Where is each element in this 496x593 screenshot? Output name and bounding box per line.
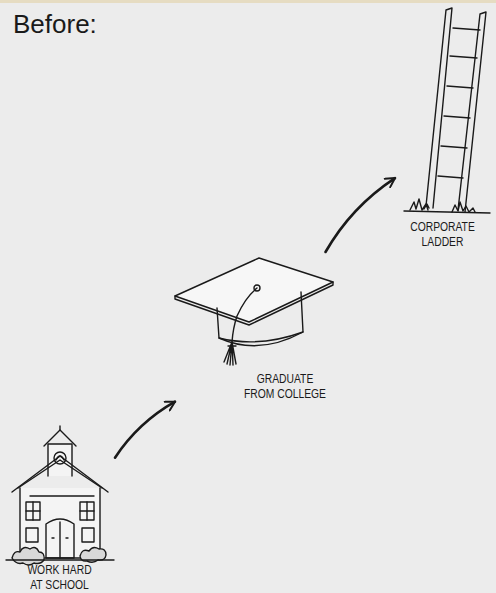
top-bar — [0, 0, 496, 3]
flow-arrow — [325, 178, 395, 252]
cap-drawing — [175, 258, 333, 365]
step-label: CORPORATE LADDER — [406, 220, 479, 250]
flow-arrow — [115, 402, 175, 458]
illustrated-step: WORK HARD AT SCHOOL — [5, 425, 115, 593]
step-label: GRADUATE FROM COLLEGE — [242, 372, 328, 402]
ladder-drawing — [404, 8, 490, 213]
diagram-title: Before: — [13, 9, 97, 40]
school-drawing — [6, 426, 114, 565]
illustrated-step: CORPORATE LADDER — [395, 5, 490, 250]
illustrated-step: GRADUATE FROM COLLEGE — [175, 252, 335, 402]
step-label: WORK HARD AT SCHOOL — [23, 563, 96, 593]
